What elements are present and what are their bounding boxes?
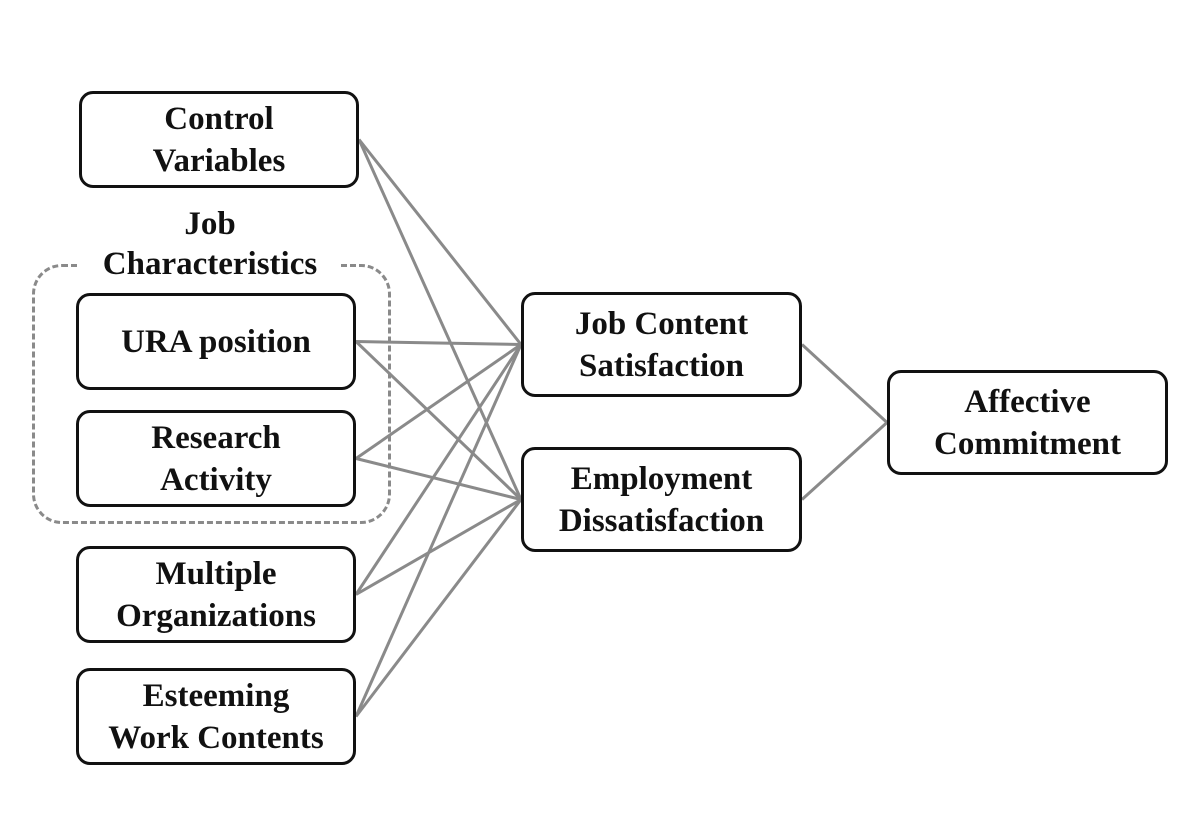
- connector-control-variables-to-employment-dissatisfaction: [357, 138, 523, 501]
- node-label-line-1: Employment: [570, 460, 753, 497]
- connector-research-activity-to-employment-dissatisfaction: [355, 457, 522, 501]
- node-label-line-2: Dissatisfaction: [558, 502, 765, 539]
- connector-esteeming-work-contents-to-employment-dissatisfaction: [354, 498, 523, 718]
- research-activity-node: Research Activity: [76, 410, 356, 507]
- node-label-line-2: Variables: [152, 142, 286, 179]
- job-content-satisfaction-node: Job Content Satisfaction: [521, 292, 802, 397]
- connector-employment-dissatisfaction-to-affective-commitment: [800, 421, 889, 501]
- node-label-line-1: Control: [164, 100, 274, 137]
- connector-ura-position-to-job-content-satisfaction: [355, 340, 522, 346]
- esteeming-work-contents-node: Esteeming Work Contents: [76, 668, 356, 765]
- connector-ura-position-to-employment-dissatisfaction: [354, 340, 523, 501]
- control-variables-node: Control Variables: [79, 91, 359, 188]
- ura-position-node: URA position: [76, 293, 356, 390]
- node-label-line-2: Organizations: [116, 597, 316, 634]
- connector-esteeming-work-contents-to-job-content-satisfaction: [354, 343, 523, 718]
- node-label-line-1: Multiple: [155, 555, 277, 592]
- node-label-line-1: Research: [151, 419, 281, 456]
- connector-multiple-organizations-to-employment-dissatisfaction: [355, 498, 522, 596]
- group-label-line-2: Characteristics: [102, 246, 318, 282]
- node-label-line-1: Esteeming: [142, 677, 290, 714]
- node-label-line-2: Activity: [160, 461, 272, 498]
- multiple-organizations-node: Multiple Organizations: [76, 546, 356, 643]
- node-label-line-2: Commitment: [934, 425, 1121, 462]
- connector-research-activity-to-job-content-satisfaction: [355, 343, 522, 460]
- node-label-line-2: Work Contents: [108, 719, 324, 756]
- job-characteristics-group-label: Job Characteristics: [80, 204, 340, 284]
- node-label-line-1: URA position: [121, 323, 311, 360]
- group-label-line-1: Job: [184, 206, 236, 242]
- connector-multiple-organizations-to-job-content-satisfaction: [354, 343, 523, 596]
- connector-job-content-satisfaction-to-affective-commitment: [800, 343, 889, 424]
- employment-dissatisfaction-node: Employment Dissatisfaction: [521, 447, 802, 552]
- connector-control-variables-to-job-content-satisfaction: [357, 138, 523, 346]
- node-label-line-1: Affective: [964, 383, 1091, 420]
- node-label-line-2: Satisfaction: [579, 347, 744, 384]
- node-label-line-1: Job Content: [574, 305, 749, 342]
- affective-commitment-node: Affective Commitment: [887, 370, 1168, 475]
